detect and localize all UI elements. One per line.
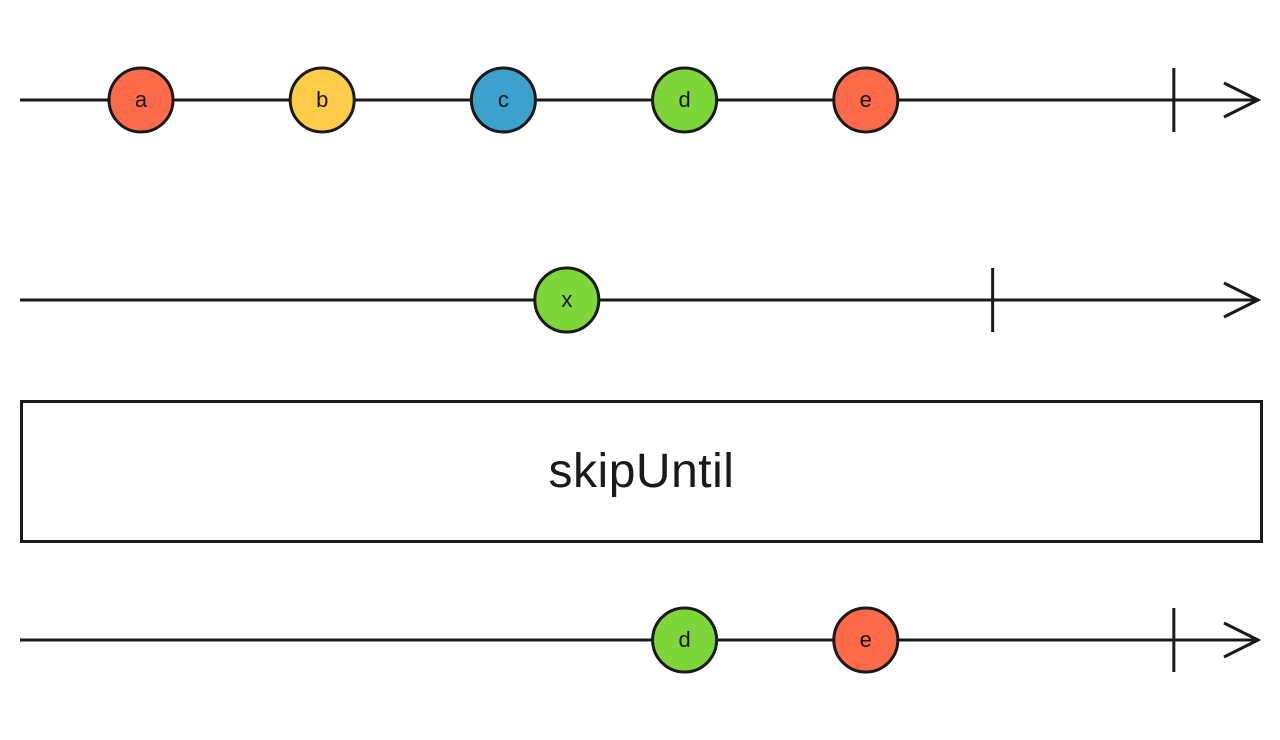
marble-label: e <box>860 87 872 112</box>
operator-label: skipUntil <box>548 445 735 498</box>
marble-label: c <box>498 87 509 112</box>
marble-circle <box>651 606 719 674</box>
output-marble-d: d <box>651 606 719 674</box>
notifier-arrow-head <box>1223 281 1262 319</box>
marble-label: e <box>860 627 872 652</box>
source-marble-d: d <box>651 66 719 134</box>
marble-label: b <box>316 87 328 112</box>
source-marble-c: c <box>469 66 537 134</box>
notifier-timeline: x <box>20 266 1262 334</box>
source-marble-a: a <box>107 66 175 134</box>
operator-box: skipUntil <box>20 400 1263 543</box>
source-arrow-head <box>1223 81 1262 119</box>
source-timeline: a b c d e <box>20 66 1262 134</box>
output-arrow-head <box>1223 621 1262 659</box>
source-marble-e: e <box>832 66 900 134</box>
marble-circle <box>832 66 900 134</box>
marble-circle <box>832 606 900 674</box>
marble-circle <box>107 66 175 134</box>
notifier-marble-x: x <box>533 266 601 334</box>
marble-circle <box>651 66 719 134</box>
marble-circle <box>533 266 601 334</box>
marble-label: d <box>678 87 690 112</box>
marble-circle <box>469 66 537 134</box>
marble-circle <box>288 66 356 134</box>
marble-label: a <box>135 87 148 112</box>
output-marble-e: e <box>832 606 900 674</box>
marble-label: x <box>561 287 572 312</box>
marble-label: d <box>678 627 690 652</box>
source-marble-b: b <box>288 66 356 134</box>
